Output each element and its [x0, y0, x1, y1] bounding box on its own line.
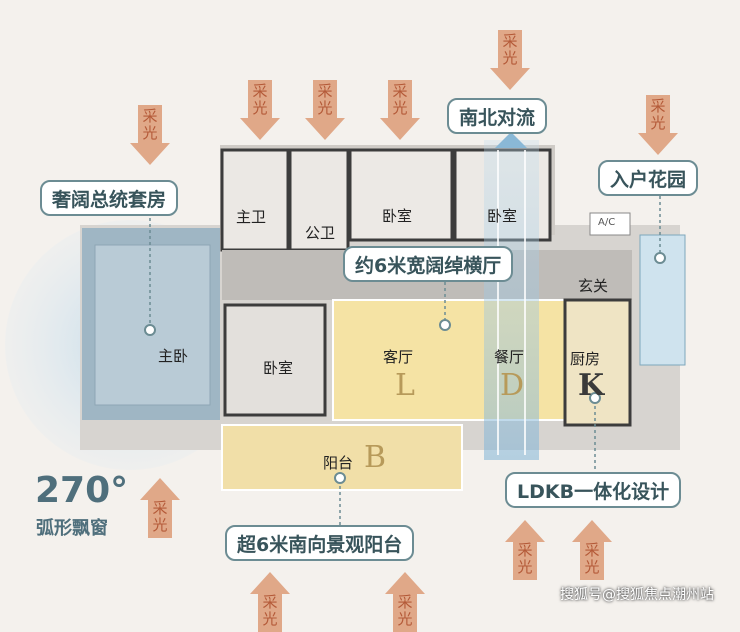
sunlight-arrow-icon: 采光: [240, 80, 280, 140]
sunlight-label: 采光: [152, 499, 168, 534]
sunlight-label: 采光: [584, 541, 600, 576]
room-living: 客厅: [383, 348, 414, 366]
letter-dining: D: [500, 368, 525, 403]
sunlight-arrow-icon: 采光: [638, 95, 678, 155]
sunlight-arrow-icon: 采光: [385, 572, 425, 632]
sunlight-arrow-icon: 采光: [140, 478, 180, 538]
room-bedroom-south: 卧室: [263, 359, 294, 377]
airflow-band: [484, 140, 539, 460]
callout-balcony: 超6米南向景观阳台: [225, 525, 415, 561]
room-bedroom-north-1: 卧室: [382, 207, 413, 225]
sunlight-label: 采光: [517, 541, 533, 576]
room-master-bedroom: 主卧: [158, 347, 189, 365]
bay-window-angle: 270°: [35, 470, 129, 511]
sunlight-label: 采光: [650, 97, 666, 132]
letter-kitchen: K: [578, 368, 605, 403]
room-balcony: 阳台: [323, 454, 354, 472]
room-bedroom-north-2: 卧室: [487, 207, 518, 225]
callout-north-south: 南北对流: [447, 98, 548, 134]
sunlight-arrow-icon: 采光: [490, 30, 530, 90]
room-public-bath: 公卫: [305, 224, 336, 242]
sunlight-arrow-icon: 采光: [305, 80, 345, 140]
floor-plan: [5, 132, 686, 525]
sunlight-label: 采光: [262, 593, 278, 628]
room-entrance: 玄关: [578, 277, 609, 295]
sunlight-arrow-icon: 采光: [505, 520, 545, 580]
letter-balcony: B: [364, 440, 387, 475]
sunlight-label: 采光: [502, 32, 518, 67]
sunlight-arrow-icon: 采光: [250, 572, 290, 632]
callout-master-suite: 奢阔总统套房: [40, 180, 179, 216]
watermark: 搜狐号@搜狐焦点潮州站: [560, 587, 714, 603]
ac-label: A/C: [598, 217, 616, 228]
sunlight-label: 采光: [397, 593, 413, 628]
callout-ldkb: LDKB一体化设计: [505, 472, 682, 508]
room-kitchen: 厨房: [570, 350, 601, 368]
room-dining: 餐厅: [494, 348, 525, 366]
sunlight-arrow-icon: 采光: [572, 520, 612, 580]
callout-hall: 约6米宽阔绰横厅: [343, 246, 514, 282]
callout-entry-garden: 入户花园: [598, 160, 699, 196]
sunlight-label: 采光: [142, 107, 158, 142]
room-master-bath: 主卫: [236, 208, 267, 226]
sunlight-label: 采光: [392, 82, 408, 117]
sunlight-label: 采光: [252, 82, 268, 117]
sunlight-label: 采光: [317, 82, 333, 117]
sunlight-arrow-icon: 采光: [130, 105, 170, 165]
letter-living: L: [395, 368, 415, 403]
sunlight-arrow-icon: 采光: [380, 80, 420, 140]
bay-window-caption: 弧形飘窗: [36, 518, 108, 539]
